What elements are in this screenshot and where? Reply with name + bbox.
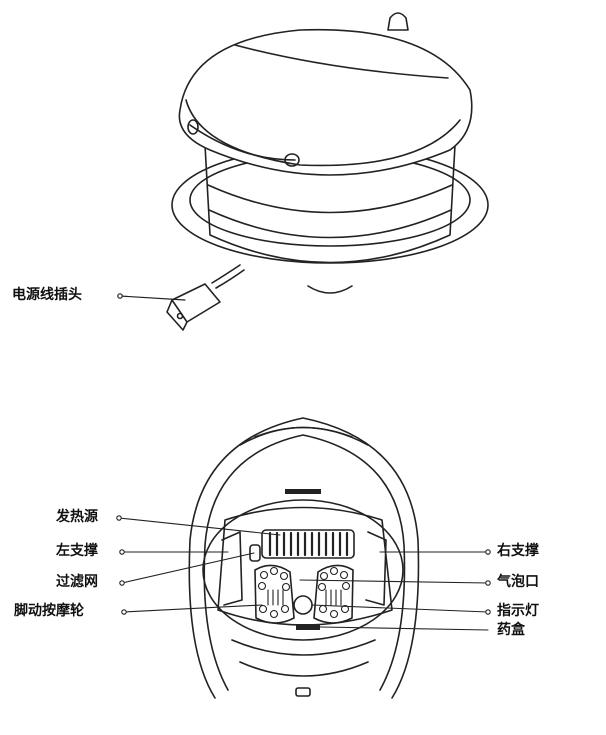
label-heat-source: 发热源 [56,509,98,525]
carry-handle [189,124,296,161]
massage-pad-right [313,564,354,624]
leader-air-bubble [299,579,489,584]
lid-top-split [234,44,449,79]
lid-knob [387,12,409,31]
leader-dots [116,515,491,615]
foot-bath-closed-view [117,12,489,331]
label-indicator-light: 指示灯 [497,603,539,619]
indicator-light-part [293,595,313,615]
leader-heat-source [118,517,281,536]
lid-outline [178,28,473,176]
handle-grip-left [187,119,199,135]
label-left-support: 左支撑 [56,543,98,559]
power-cord-2 [215,269,245,289]
power-cord [211,264,241,284]
filter-mesh-part [249,544,261,562]
label-filter-mesh: 过滤网 [56,574,98,590]
lid-rim [185,99,461,167]
plug-pin [176,312,184,320]
lid-arch-inner [203,434,406,691]
bucket-band-1 [207,184,453,214]
heat-source-ribs [268,531,349,557]
power-plug-face [166,299,188,331]
massage-nodes-left [257,566,291,619]
leader-lines [118,517,489,631]
handle-grip-right [284,153,300,167]
bucket-lower-2 [239,661,369,677]
foot-bath-open-view [116,417,491,699]
bucket-body [204,144,456,264]
massage-pad-left [254,564,295,624]
label-foot-massage-roller: 脚动按摩轮 [14,603,84,619]
label-air-bubble-outlet: 气泡口 [497,574,539,590]
base-foot [307,285,353,294]
bucket-band-2 [208,209,452,239]
label-power-plug: 电源线插头 [12,287,82,303]
lid-top-cap-2 [254,426,353,438]
massage-nodes-right [317,566,351,619]
power-plug-body [171,283,221,323]
front-latch [295,687,311,697]
brand-mark [285,489,321,494]
right-support-part [365,531,387,606]
leader-filter [121,552,255,584]
leader-medicine-box [319,626,489,631]
leader-massage-roller [123,604,263,613]
basin-rim [202,499,404,641]
bucket-lower-1 [231,639,376,656]
label-medicine-box: 药盒 [497,622,525,638]
leader-indicator [311,604,489,613]
lid-arch-outer [188,417,420,699]
leader-dot-power-plug [117,293,123,299]
medicine-box-part [296,624,320,630]
basin-inner [217,506,393,626]
leader-power-plug [119,295,186,301]
left-support-part [221,531,243,606]
heat-source-grille [261,529,355,559]
label-right-support: 右支撑 [497,543,539,559]
